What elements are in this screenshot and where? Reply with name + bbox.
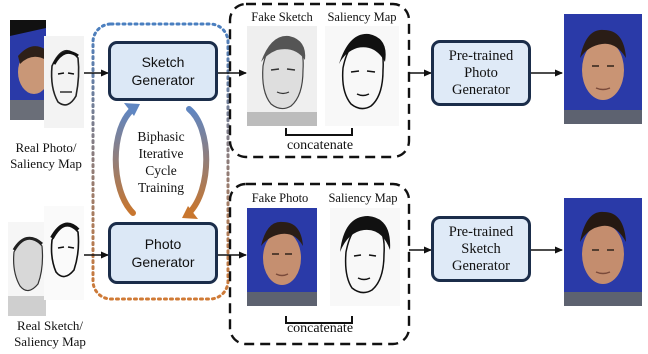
real-sketch-caption: Real Sketch/ Saliency Map [0, 318, 100, 350]
output-photo-image [564, 14, 642, 124]
fake-photo-image [247, 208, 317, 306]
sketch-generator-line-1: Sketch [141, 54, 185, 70]
cycle-training-line-3: Cycle [145, 163, 177, 178]
cycle-training-line-2: Iterative [138, 146, 184, 161]
pretrained-sketch-generator-line-3: Generator [452, 257, 510, 274]
saliency-map-top-image [325, 26, 399, 126]
cycle-training-frame [91, 22, 230, 301]
sketch-generator-line-2: Generator [131, 72, 195, 88]
real-sketch-saliency-image [44, 206, 84, 300]
pretrained-photo-generator-line-3: Generator [452, 81, 510, 98]
real-photo-caption-line-2: Saliency Map [10, 156, 82, 171]
saliency-map-bottom-label: Saliency Map [328, 191, 398, 205]
concatenate-top-label: concatenate [286, 138, 354, 153]
pretrained-sketch-generator-box: Pre-trained Sketch Generator [431, 216, 531, 282]
photo-generator-line-2: Generator [131, 254, 195, 270]
pretrained-photo-generator-line-1: Pre-trained [448, 47, 514, 64]
pretrained-photo-generator-box: Pre-trained Photo Generator [431, 40, 531, 106]
sketch-generator-box: Sketch Generator [108, 41, 218, 101]
output-sketch-photo-image [564, 198, 642, 306]
real-sketch-caption-line-1: Real Sketch/ [16, 318, 84, 333]
concatenate-bracket-bottom [285, 316, 353, 324]
photo-generator-box: Photo Generator [108, 222, 218, 284]
real-photo-caption: Real Photo/ Saliency Map [0, 140, 92, 172]
pretrained-sketch-generator-line-2: Sketch [461, 240, 501, 257]
cycle-training-label: Biphasic Iterative Cycle Training [121, 128, 201, 196]
cycle-training-line-4: Training [137, 180, 184, 195]
fake-photo-label: Fake Photo [251, 191, 309, 205]
fake-sketch-group-frame [228, 2, 411, 159]
concatenate-bottom-label: concatenate [286, 321, 354, 336]
photo-generator-line-1: Photo [144, 236, 182, 252]
cycle-arc-right-head [182, 206, 198, 219]
real-photo-saliency-image [44, 36, 84, 128]
cycle-arc-left-head [124, 103, 140, 116]
fake-sketch-image [247, 26, 317, 126]
fake-photo-group-frame [228, 182, 411, 346]
concatenate-bracket-top [285, 128, 353, 136]
pretrained-photo-generator-line-2: Photo [464, 64, 498, 81]
saliency-map-bottom-image [330, 208, 400, 306]
cycle-training-line-1: Biphasic [137, 129, 185, 144]
real-sketch-caption-line-2: Saliency Map [14, 334, 86, 349]
fake-sketch-label: Fake Sketch [251, 10, 313, 24]
saliency-map-top-label: Saliency Map [327, 10, 397, 24]
cycle-arc-right [186, 106, 210, 216]
cycle-arc-left [112, 106, 136, 216]
pretrained-sketch-generator-line-1: Pre-trained [448, 223, 514, 240]
real-photo-caption-line-1: Real Photo/ [15, 140, 77, 155]
real-photo-image [10, 20, 46, 120]
real-sketch-image [8, 222, 46, 316]
